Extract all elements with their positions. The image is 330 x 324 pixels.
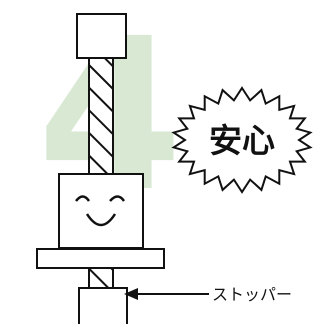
burst-shape (171, 86, 313, 194)
smile (85, 213, 117, 227)
screw-shaft-lower (88, 267, 114, 289)
right-eye (109, 195, 126, 202)
screw-shaft-upper (88, 57, 114, 175)
top-cap (76, 13, 127, 59)
callout-arrowhead (124, 288, 138, 300)
base-plate (36, 248, 165, 269)
moving-block (58, 173, 144, 249)
stopper-label: ストッパー (212, 285, 292, 304)
stopper-block (78, 287, 128, 324)
left-eye (75, 195, 91, 202)
burst-label: 安心 (209, 121, 275, 160)
